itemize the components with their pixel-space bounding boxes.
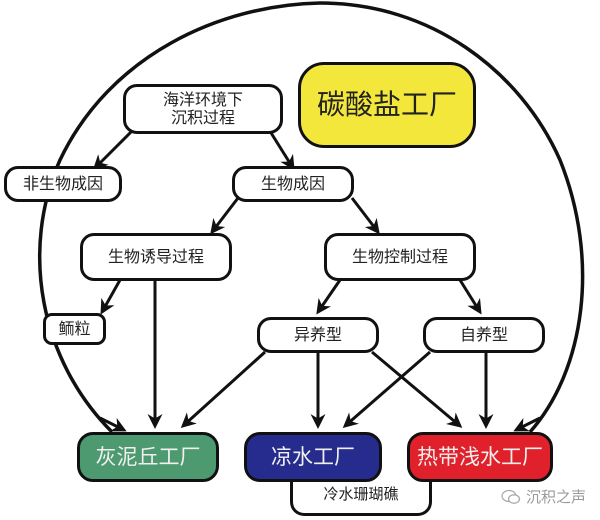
arrow-heterotroph-tropical (371, 350, 463, 428)
arrow-induced-ooids (100, 279, 122, 315)
node-marine-process: 海洋环境下 沉积过程 (123, 84, 283, 134)
factory-mud-mound: 灰泥丘工厂 (77, 432, 219, 482)
arrow-controlled-autotroph (458, 279, 482, 315)
watermark-text: 沉积之声 (525, 488, 586, 506)
node-controlled: 生物控制过程 (324, 233, 476, 281)
title-carbonate-factory: 碳酸盐工厂 (298, 62, 476, 148)
factory-tropical-shallow: 热带浅水工厂 (407, 432, 553, 482)
enclosing-cycle-arc (37, 1, 585, 434)
node-abiotic: 非生物成因 (4, 166, 122, 202)
wechat-icon (501, 489, 521, 504)
factory-cool-water: 凉水工厂 (244, 432, 382, 482)
arrow-marine-biotic (266, 127, 295, 171)
arrow-autotroph-coolwater (342, 350, 431, 428)
node-heterotroph: 异养型 (257, 317, 379, 353)
arrow-controlled-heterotroph (316, 279, 342, 315)
arrow-heterotroph-mudmound (180, 350, 267, 429)
node-biotic: 生物成因 (232, 166, 354, 202)
node-ooids: 鲕粒 (43, 313, 106, 345)
node-marine-line1: 海洋环境下 (162, 89, 243, 109)
arrow-marine-abiotic (92, 126, 137, 171)
watermark: 沉积之声 (501, 486, 586, 507)
arrow-cycle-mudmound (99, 416, 127, 432)
node-autotroph: 自养型 (423, 317, 545, 353)
node-induced: 生物诱导过程 (80, 233, 232, 281)
arrow-biotic-controlled (350, 197, 380, 235)
node-marine-line2: 沉积过程 (170, 108, 235, 127)
arrow-biotic-induced (210, 197, 240, 235)
arrow-cycle-tropical (513, 416, 541, 432)
